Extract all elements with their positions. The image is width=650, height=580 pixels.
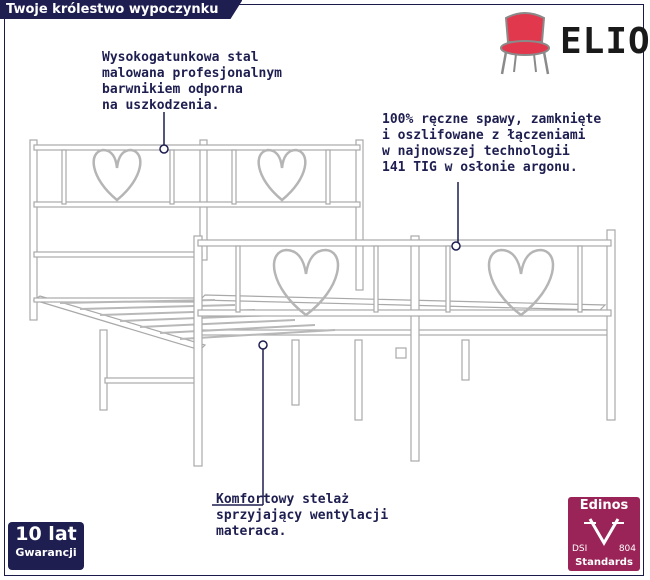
- callout-line: Komfortowy stelaż: [216, 492, 350, 507]
- footboard-post-right: [606, 229, 616, 421]
- edinos-footer: Standards: [575, 557, 633, 568]
- page-frame: [4, 4, 644, 576]
- callout-line: 100% ręczne spawy, zamknięte: [382, 112, 602, 127]
- callout-line: 141 TIG w osłonie argonu.: [382, 160, 578, 175]
- chair-icon: [500, 12, 550, 75]
- callout-slatted-base: Komfortowy stelaż sprzyjający wentylacji…: [216, 492, 388, 540]
- callout-marker-slats: [258, 340, 268, 350]
- callout-line: barwnikiem odporna: [102, 82, 243, 97]
- tagline-banner: Twoje królestwo wypoczynku: [0, 0, 242, 19]
- callout-line: materaca.: [216, 524, 287, 539]
- warranty-label: Gwarancji: [15, 546, 77, 559]
- edinos-standards-badge: Edinos DSI 804 Standards: [568, 497, 640, 571]
- warranty-badge: 10 lat Gwarancji: [8, 522, 84, 570]
- callout-marker-steel: [159, 144, 169, 154]
- tagline-text: Twoje królestwo wypoczynku: [6, 2, 219, 17]
- callout-line: Wysokogatunkowa stal: [102, 50, 259, 65]
- edinos-dsi: DSI: [572, 544, 588, 554]
- headboard-post-left: [29, 139, 38, 321]
- check-mark-icon: [584, 518, 624, 546]
- footboard-post-left: [193, 235, 203, 467]
- headboard-post-right: [355, 139, 364, 291]
- callout-marker-welds: [451, 241, 461, 251]
- callout-welds: 100% ręczne spawy, zamknięte i oszlifowa…: [382, 112, 601, 176]
- callout-line: na uszkodzenia.: [102, 98, 220, 113]
- callout-line: w najnowszej technologii: [382, 144, 570, 159]
- footboard-post-middle: [410, 235, 420, 462]
- edinos-title: Edinos: [579, 498, 629, 513]
- warranty-years: 10 lat: [15, 523, 77, 545]
- callout-steel-quality: Wysokogatunkowa stal malowana profesjona…: [102, 50, 282, 114]
- callout-line: malowana profesjonalnym: [102, 66, 283, 81]
- edinos-code: 804: [618, 544, 636, 554]
- headboard-post-middle: [199, 139, 208, 261]
- brand-name: ELIOR: [560, 21, 650, 62]
- callout-line: sprzyjający wentylacji: [216, 508, 389, 523]
- callout-line: i oszlifowane z łączeniami: [382, 128, 586, 143]
